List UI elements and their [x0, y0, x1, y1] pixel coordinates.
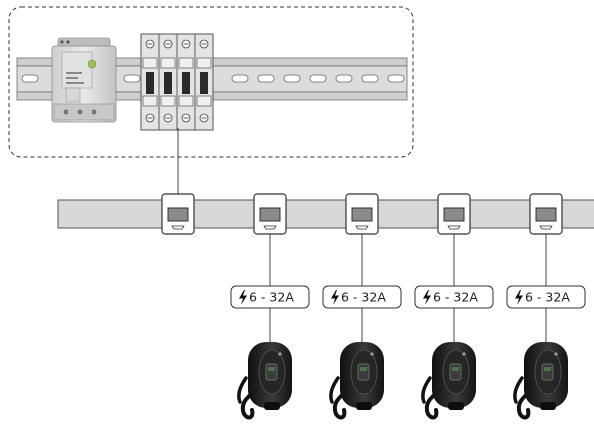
rail-slot	[21, 74, 39, 83]
rail-slot	[309, 74, 327, 83]
breaker-pole	[176, 33, 196, 131]
ev-charger-icon	[237, 342, 292, 420]
junction-box-icon	[437, 193, 471, 235]
electrical-cabinet-outline	[8, 6, 414, 158]
busbar	[57, 199, 594, 229]
din-rail-slots	[21, 74, 405, 83]
controller-module	[51, 37, 117, 123]
rail-slot	[257, 74, 275, 83]
rail-slot	[123, 74, 141, 83]
bolt-icon	[423, 290, 431, 305]
current-range-label: 6 - 32A	[414, 285, 494, 309]
bolt-icon	[515, 290, 523, 305]
rail-slot	[387, 74, 405, 83]
junction-box-icon	[253, 193, 287, 235]
rail-slot	[231, 74, 249, 83]
breaker-pole	[140, 33, 160, 131]
charger-branch: 6 - 32A	[414, 234, 494, 420]
junction-box-icon	[161, 193, 195, 235]
charger-branches: 6 - 32A 6 - 32A 6 - 32A 6 - 32A	[230, 234, 586, 420]
current-range-text: 6 - 32A	[433, 290, 478, 305]
ev-charger-icon	[421, 342, 476, 420]
bolt-icon	[239, 290, 247, 305]
charger-branch: 6 - 32A	[230, 234, 310, 420]
ev-charger-icon	[329, 342, 384, 420]
current-range-text: 6 - 32A	[341, 290, 386, 305]
ev-charger-icon	[513, 342, 568, 420]
current-range-label: 6 - 32A	[322, 285, 402, 309]
rail-slot	[283, 74, 301, 83]
bolt-icon	[331, 290, 339, 305]
rail-slot	[361, 74, 379, 83]
charger-branch: 6 - 32A	[322, 234, 402, 420]
current-range-text: 6 - 32A	[249, 290, 294, 305]
breaker-pole	[194, 33, 214, 131]
junction-box-icon	[345, 193, 379, 235]
junction-box-icon	[529, 193, 563, 235]
charger-branch: 6 - 32A	[506, 234, 586, 420]
circuit-breaker	[140, 33, 214, 131]
current-range-text: 6 - 32A	[525, 290, 570, 305]
current-range-label: 6 - 32A	[230, 285, 310, 309]
status-led	[87, 59, 97, 69]
current-range-label: 6 - 32A	[506, 285, 586, 309]
rail-slot	[335, 74, 353, 83]
